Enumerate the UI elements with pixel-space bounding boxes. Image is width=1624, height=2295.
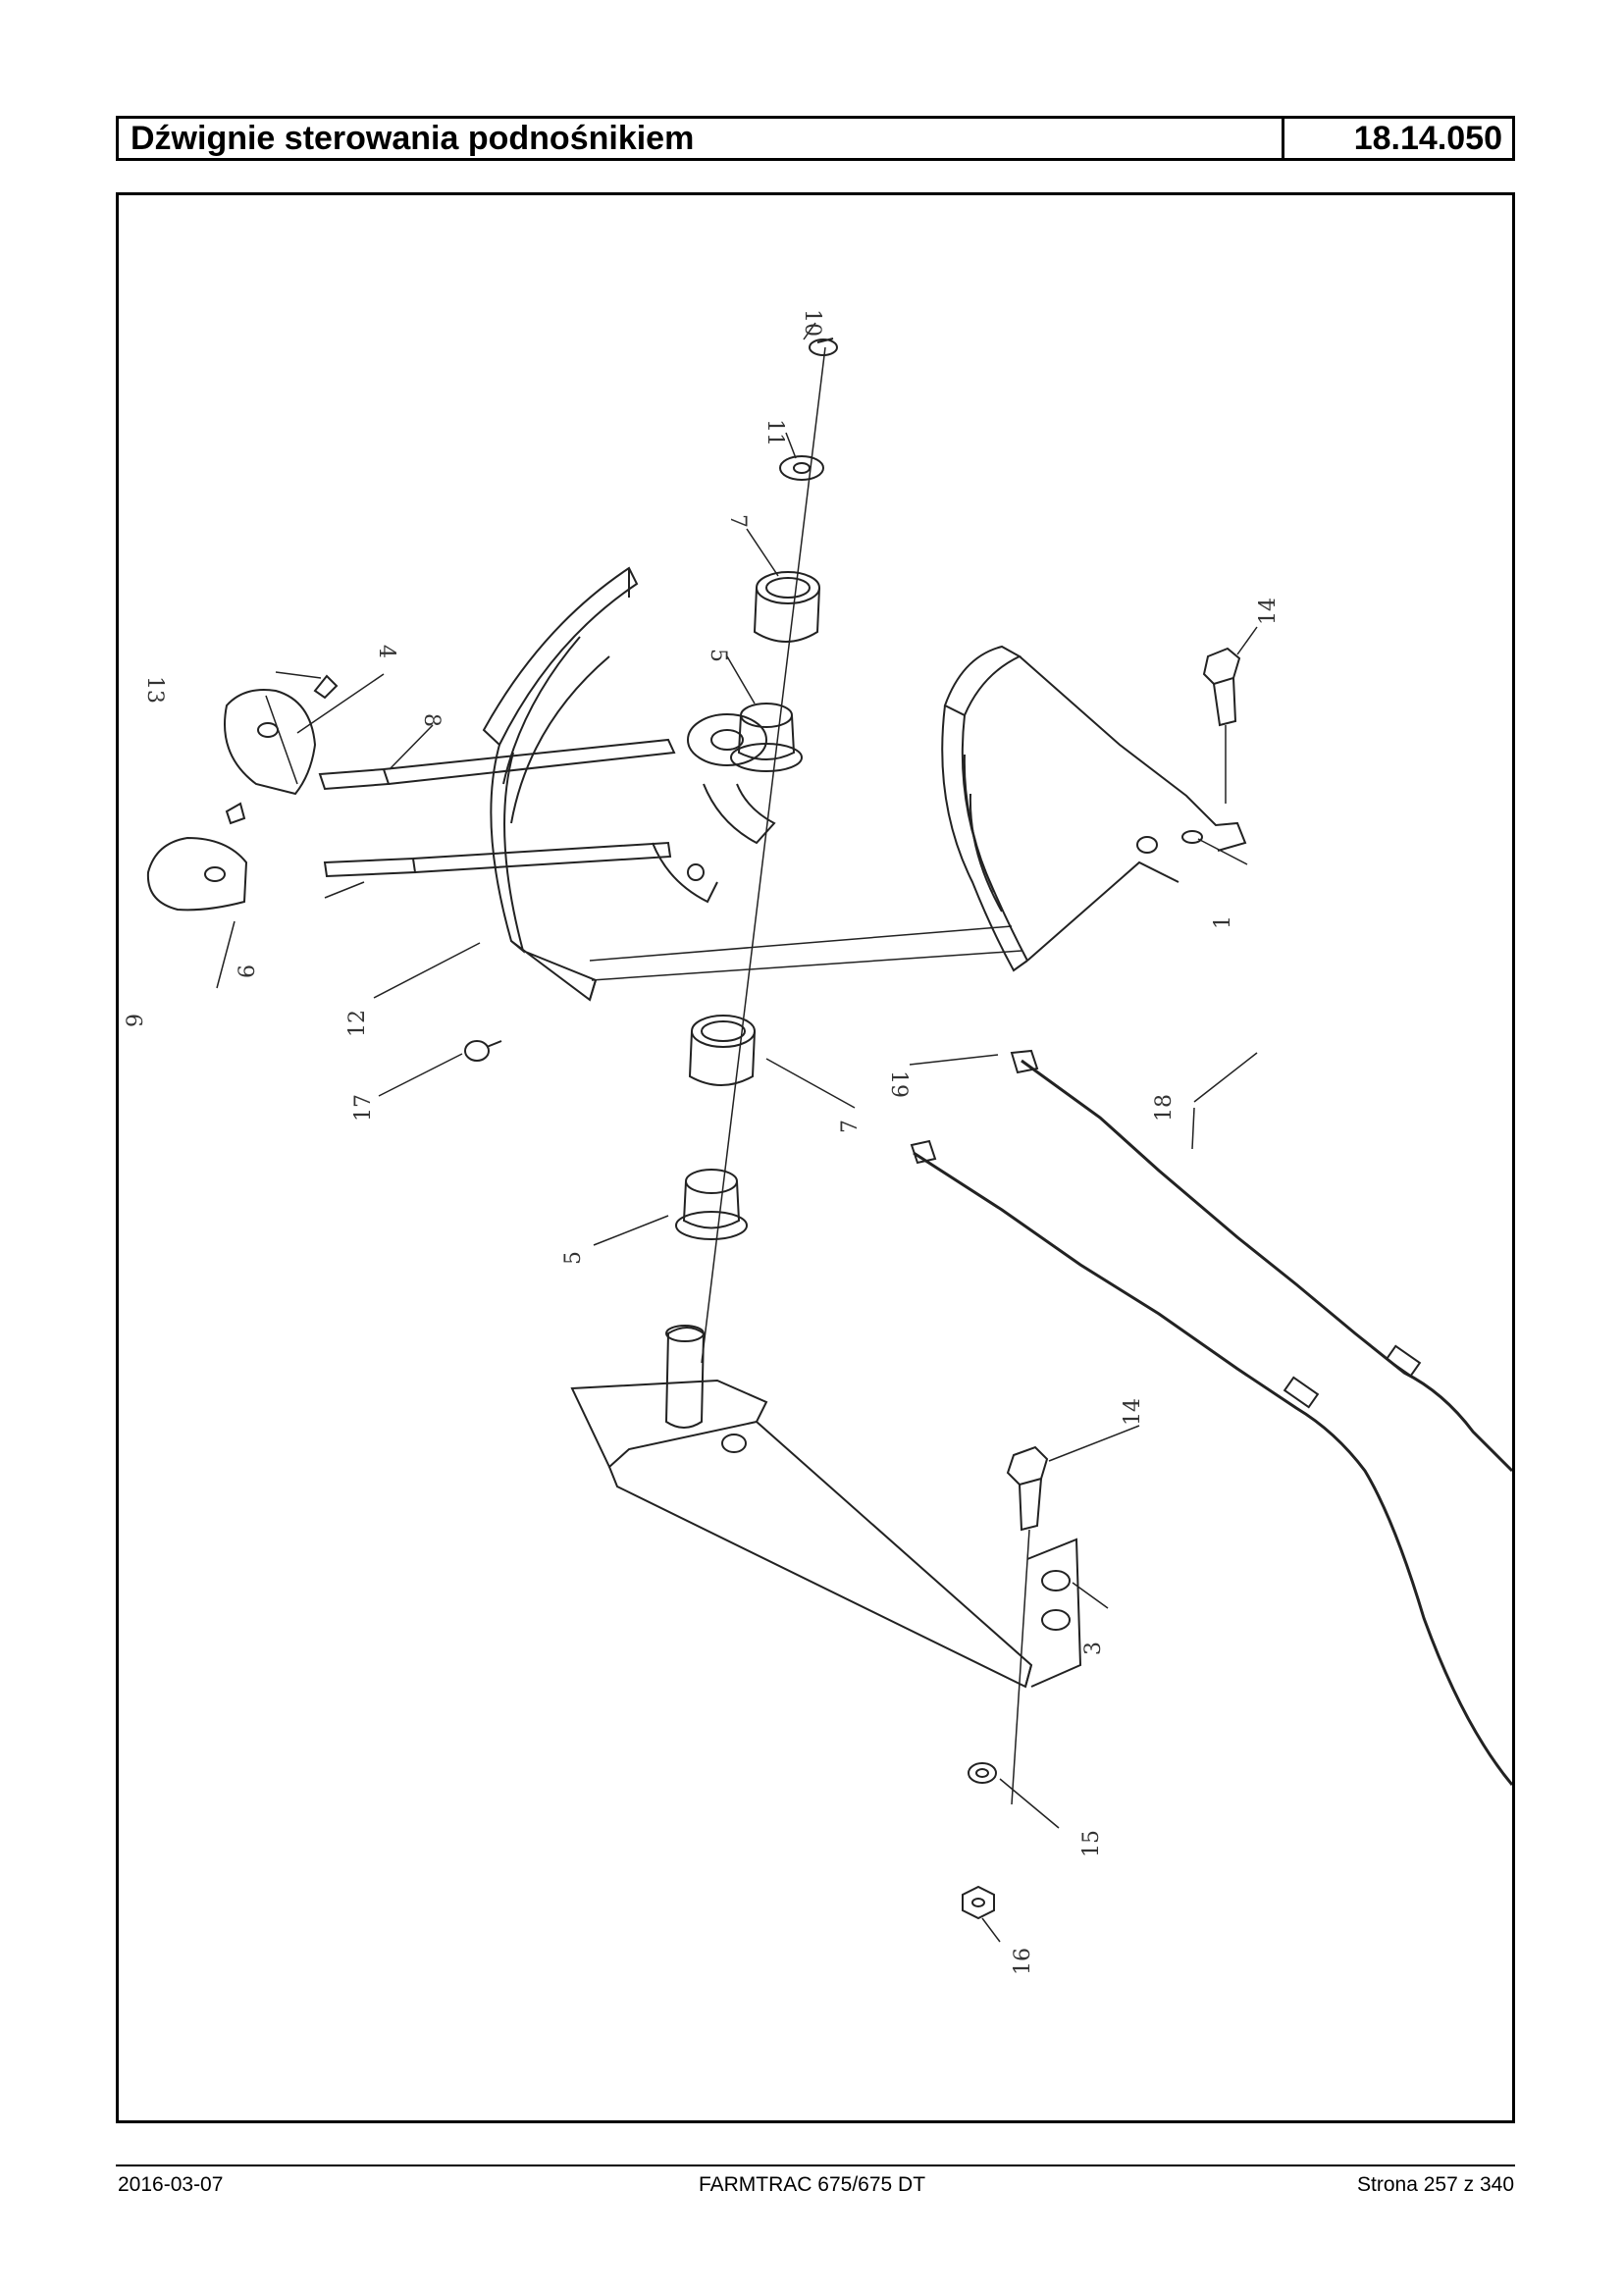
hex-bolt-lower-part [1006,1445,1049,1805]
exploded-diagram: 10 11 7 5 14 13 4 8 9 6 12 17 1 19 7 18 … [124,309,1512,1975]
screw-left-part [464,1040,502,1062]
callout-label: 17 [351,1094,376,1121]
snap-ring-part [809,338,838,356]
base-bracket-part [570,1325,1082,1689]
callout-label: 14 [1256,598,1281,625]
right-lever-guide-part [941,645,1247,972]
nut-part [962,1885,995,1920]
hex-bolt-upper-part [1202,647,1241,804]
bushing-middle-part [688,1015,756,1086]
callout-label: 5 [706,649,730,662]
callout-label: 14 [1121,1398,1145,1426]
lever-knob-part [146,689,317,912]
exploded-diagram-frame: 10 11 7 5 14 13 4 8 9 6 12 17 1 19 7 18 … [116,192,1515,2123]
washer-part [779,455,824,481]
washer-lower-part [968,1762,997,1784]
callout-label: 15 [1079,1830,1104,1857]
control-cable-part [910,1049,1512,1786]
header-bar: Dźwignie sterowania podnośnikiem 18.14.0… [116,116,1515,161]
screw-part [225,674,339,825]
callout-label: 4 [374,645,398,658]
callout-labels: 10 11 7 5 14 13 4 8 9 6 12 17 1 19 7 18 … [124,309,1281,1975]
section-code: 18.14.050 [1353,120,1502,157]
callout-label: 7 [725,514,750,528]
page-title: Dźwignie sterowania podnośnikiem [119,119,1284,158]
callout-label: 5 [561,1251,586,1265]
callout-label: 19 [886,1070,911,1098]
flange-bushing-lower-part [675,1169,748,1240]
callout-label: 6 [236,965,260,978]
callout-label: 13 [142,676,167,704]
footer-date: 2016-03-07 [118,2173,224,2196]
callout-label: 9 [124,1014,148,1027]
callout-label: 18 [1152,1094,1177,1121]
bushing-upper-part [753,571,820,643]
callout-label: 8 [419,713,444,727]
footer-divider [116,2165,1515,2166]
left-lever-guide-part [482,566,639,1002]
lever-assembly-part [318,713,776,904]
callout-label: 7 [838,1120,863,1133]
callout-label: 12 [345,1010,370,1037]
callout-label: 10 [800,309,824,337]
callout-label: 3 [1081,1642,1106,1655]
footer-model: FARMTRAC 675/675 DT [698,2173,926,2196]
callout-label: 1 [1211,915,1235,929]
callout-label: 16 [1011,1948,1035,1975]
footer-page-number: Strona 257 z 340 [1357,2173,1514,2196]
callout-label: 11 [762,419,787,446]
